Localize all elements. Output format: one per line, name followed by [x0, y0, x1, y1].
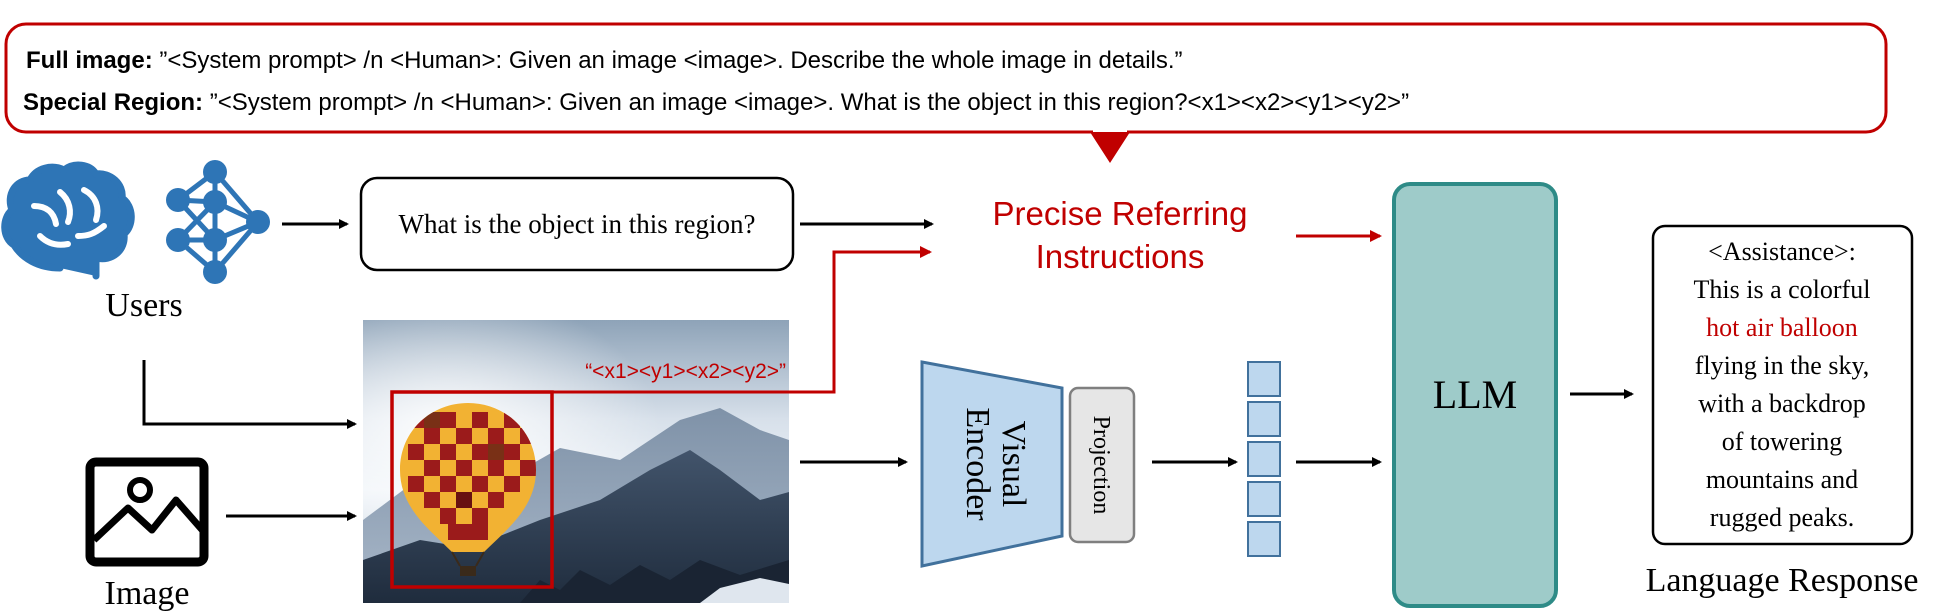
visual-token	[1247, 521, 1281, 557]
response-line: with a backdrop	[1698, 389, 1866, 418]
response-line: flying in the sky,	[1695, 351, 1870, 380]
prompt-box: Full image: ”<System prompt> /n <Human>:…	[4, 22, 1888, 163]
image-icon	[85, 457, 209, 567]
balloon-photo	[363, 320, 789, 603]
neural-network-icon	[166, 160, 270, 284]
projection-block: Projection	[1068, 386, 1136, 544]
question-text: What is the object in this region?	[399, 209, 756, 239]
region-coords-label: “<x1><y1><x2><y2>”	[585, 360, 786, 383]
visual-token	[1247, 441, 1281, 477]
prompt-full-image-line: Full image: ”<System prompt> /n <Human>:…	[26, 47, 1183, 74]
brain-icon	[1, 161, 135, 280]
llm-label: LLM	[1433, 372, 1517, 417]
encoder-label-line2: Encoder	[959, 407, 996, 521]
prompt-full-image-label: Full image:	[26, 47, 153, 74]
question-box: What is the object in this region?	[359, 176, 795, 272]
encoder-label-line1: Visual	[995, 421, 1032, 508]
visual-token	[1247, 401, 1281, 437]
region-bounding-box	[390, 390, 554, 589]
visual-token	[1247, 361, 1281, 397]
referring-line1: Precise Referring	[993, 195, 1248, 232]
response-line: This is a colorful	[1694, 275, 1871, 304]
response-line: of towering	[1722, 427, 1843, 456]
prompt-special-region-text: ”<System prompt> /n <Human>: Given an im…	[203, 89, 1409, 116]
llm-block: LLM	[1392, 182, 1558, 608]
prompt-special-region-label: Special Region:	[23, 89, 203, 116]
response-line: <Assistance>:	[1708, 237, 1856, 266]
response-box: <Assistance>: This is a colorful hot air b…	[1651, 224, 1914, 546]
projection-label: Projection	[1088, 416, 1114, 515]
arrow-users-to-photo	[142, 360, 357, 429]
arrow-region-to-instructions	[552, 246, 932, 394]
language-response-caption: Language Response	[1646, 562, 1919, 599]
prompt-full-image-text: ”<System prompt> /n <Human>: Given an im…	[153, 47, 1183, 74]
visual-token-stack	[1247, 361, 1281, 557]
referring-line2: Instructions	[1036, 238, 1205, 275]
visual-encoder: Visual Encoder	[920, 360, 1064, 568]
response-line: rugged peaks.	[1710, 503, 1854, 532]
image-label: Image	[105, 575, 190, 612]
visual-token	[1247, 481, 1281, 517]
users-label: Users	[105, 287, 182, 324]
prompt-special-region-line: Special Region: ”<System prompt> /n <Hum…	[23, 89, 1409, 116]
response-line: mountains and	[1706, 465, 1858, 494]
response-highlight-line: hot air balloon	[1706, 313, 1858, 342]
precise-referring-instructions: Precise Referring Instructions	[993, 195, 1248, 275]
